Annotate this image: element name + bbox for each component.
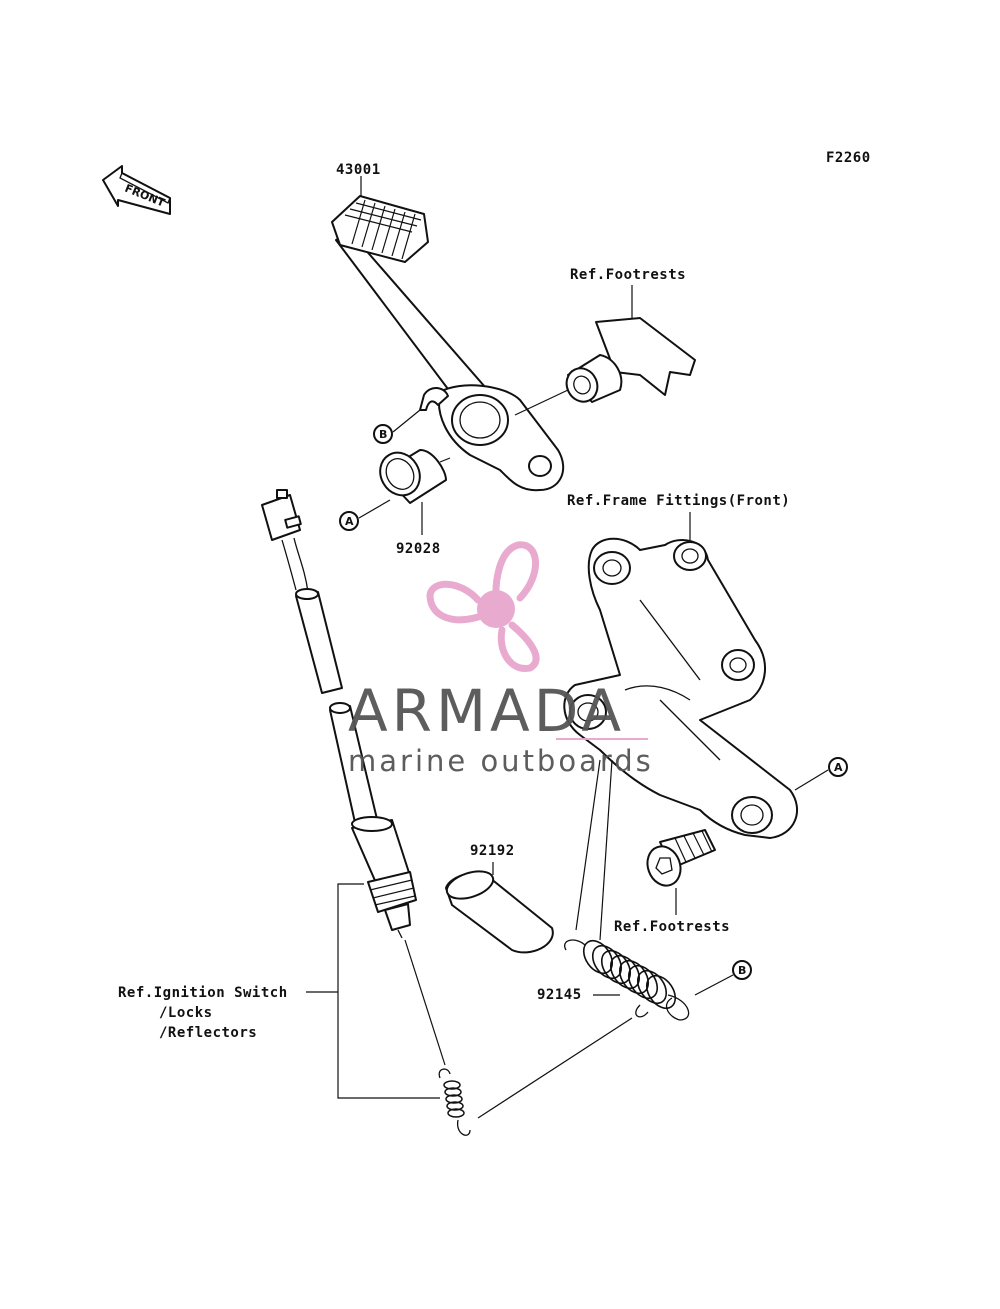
sleeve-92192: [445, 870, 554, 954]
ref-ignition-reflectors: /Reflectors: [159, 1025, 257, 1041]
ref-ignition-locks: /Locks: [159, 1005, 213, 1021]
part-number-92145: 92145: [537, 987, 582, 1003]
svg-text:B: B: [379, 428, 387, 441]
part-number-92028: 92028: [396, 541, 441, 557]
callout-a-frame: A: [828, 757, 848, 777]
callout-b-spring: B: [732, 960, 752, 980]
armada-watermark: ARMADA marine outboards: [348, 541, 654, 778]
ref-frame-fittings: Ref.Frame Fittings(Front): [567, 493, 790, 509]
part-number-92192: 92192: [470, 843, 515, 859]
front-arrow-icon: FRONT: [102, 165, 171, 215]
svg-text:B: B: [738, 964, 746, 977]
frame-bolt: [646, 829, 716, 887]
callout-a-bushing: A: [339, 511, 359, 531]
footrest-pivot: [565, 317, 696, 403]
brake-pedal: 43001: [331, 162, 565, 492]
watermark-title: ARMADA: [348, 677, 625, 745]
part-number-43001: 43001: [336, 162, 381, 178]
ref-footrests-bottom: Ref.Footrests: [614, 919, 730, 935]
ref-ignition-switch: Ref.Ignition Switch: [118, 985, 288, 1001]
svg-text:A: A: [834, 761, 843, 774]
frame-fitting: [563, 537, 799, 839]
watermark-subtitle: marine outboards: [348, 744, 654, 778]
figure-code: F2260: [826, 150, 871, 166]
propeller-logo-icon: [426, 541, 540, 672]
switch-spring: [438, 1068, 471, 1136]
svg-text:A: A: [345, 515, 354, 528]
bushing-92028: [379, 449, 447, 504]
ref-footrests-top: Ref.Footrests: [570, 267, 686, 283]
callout-b-pedal: B: [373, 424, 393, 444]
brake-light-switch: [261, 489, 417, 939]
spring-92145: [564, 939, 690, 1021]
